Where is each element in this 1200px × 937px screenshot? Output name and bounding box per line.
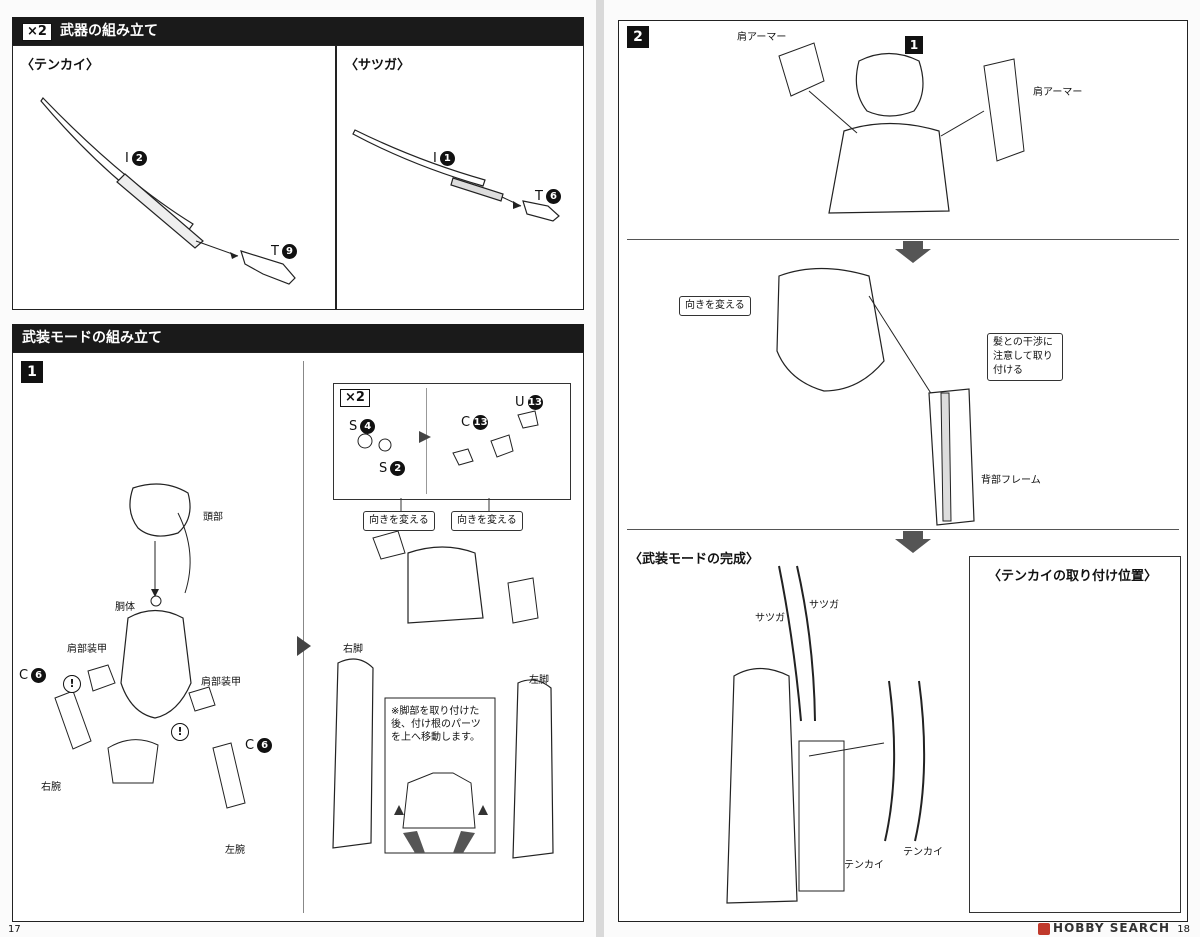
warning-icon: ! <box>171 723 189 741</box>
satsuga-title: 〈サツガ〉 <box>345 58 411 73</box>
warning-icon: ! <box>63 675 81 693</box>
right-page: 2 1 <box>604 0 1200 937</box>
label-left-leg: 左脚 <box>529 675 549 686</box>
armed-section-panel: 1 ×2 <box>12 352 584 922</box>
complete-title: 〈武装モードの完成〉 <box>629 552 760 567</box>
label-shoulder-armor-left: 肩部装甲 <box>67 644 107 655</box>
label-right-leg: 右脚 <box>343 644 363 655</box>
label-satsuga-2: サツガ <box>809 600 839 611</box>
leg-note: ※脚部を取り付けた後、付け根のパーツを上へ移動します。 <box>391 706 481 743</box>
label-satsuga-1: サツガ <box>755 613 785 624</box>
label-torso: 胴体 <box>115 602 135 613</box>
page-number: 18 <box>1177 924 1190 935</box>
step-number-2: 2 <box>627 26 649 48</box>
divider <box>627 239 1179 240</box>
hair-note: 髪との干渉に注意して取り付ける <box>987 333 1063 381</box>
page-number: 17 <box>8 924 21 935</box>
turn-label-1: 向きを変える <box>363 511 435 531</box>
armed-section-header: 武装モードの組み立て <box>12 324 584 352</box>
label-shoulder-armor-2: 肩アーマー <box>1033 87 1083 98</box>
inner-step-number: 1 <box>905 36 923 54</box>
step-2-panel: 2 1 <box>618 20 1188 922</box>
tenkai-position-box: 〈テンカイの取り付け位置〉 <box>969 556 1181 913</box>
label-back-frame: 背部フレーム <box>981 475 1041 486</box>
turn-label-2: 向きを変える <box>451 511 523 531</box>
tenkai-title: 〈テンカイ〉 <box>21 58 100 73</box>
label-head: 頭部 <box>203 512 223 523</box>
turn-label: 向きを変える <box>679 296 751 316</box>
multiplier-badge: ×2 <box>22 23 52 41</box>
label-tenkai-2: テンカイ <box>903 847 943 858</box>
label-tenkai-1: テンカイ <box>844 860 884 871</box>
step-number-1: 1 <box>21 361 43 383</box>
divider <box>426 388 427 494</box>
watermark: HOBBY SEARCH <box>1038 921 1170 935</box>
multiplier-badge: ×2 <box>340 389 370 407</box>
armed-section-title: 武装モードの組み立て <box>22 330 162 346</box>
label-shoulder-armor-1: 肩アーマー <box>737 32 787 43</box>
divider <box>335 46 337 309</box>
weapon-section-header: ×2 武器の組み立て <box>12 17 584 45</box>
assembly-illustrations <box>54 410 554 859</box>
hobby-search-logo-icon <box>1038 922 1051 935</box>
tenkai-position-title: 〈テンカイの取り付け位置〉 <box>988 569 1158 584</box>
label-right-arm: 右腕 <box>41 782 61 793</box>
label-left-arm: 左腕 <box>225 845 245 856</box>
divider <box>627 529 1179 530</box>
weapon-illustrations <box>40 97 560 285</box>
label-shoulder-armor-right: 肩部装甲 <box>201 677 241 688</box>
divider <box>303 361 304 913</box>
weapon-section-title: 武器の組み立て <box>59 23 158 39</box>
